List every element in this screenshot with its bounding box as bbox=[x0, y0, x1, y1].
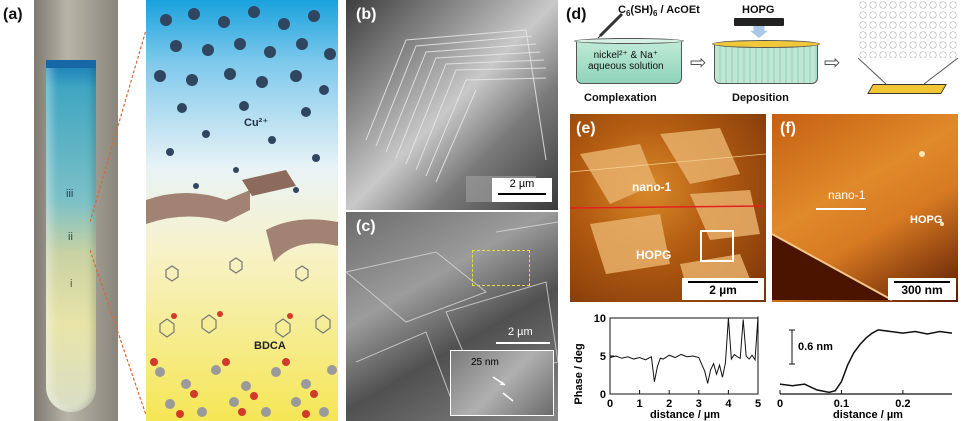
panel-a: iii ii i (a) bbox=[0, 0, 340, 421]
panel-f-substrate-label: HOPG bbox=[910, 214, 943, 226]
deposition-dish bbox=[714, 44, 818, 84]
cu-ion-cluster bbox=[154, 6, 336, 193]
phase-profile-chart: 0 5 10 0 1 2 3 4 5 Phase / deg distance / µm bbox=[573, 313, 761, 421]
tube-meniscus bbox=[46, 60, 96, 68]
panel-e-zoom-box bbox=[700, 230, 734, 262]
thickness-inset: 25 nm bbox=[450, 350, 554, 416]
bdca-lattice bbox=[155, 365, 337, 417]
panel-e-label: (e) bbox=[576, 120, 596, 137]
height-profile-line bbox=[779, 329, 953, 394]
height-xtick-label: 0.2 bbox=[895, 398, 910, 410]
panel-e-scale-text: 2 µm bbox=[709, 283, 737, 297]
panel-b-scalebar: 2 µm bbox=[492, 178, 552, 202]
panel-b-sem-image: (b) 2 µm bbox=[346, 0, 558, 210]
flake-drawing bbox=[570, 128, 766, 300]
panel-a-label: (a) bbox=[3, 6, 23, 23]
panel-c-label: (c) bbox=[356, 218, 376, 235]
nanosheet-upper bbox=[146, 170, 338, 262]
zone-iii-label: iii bbox=[66, 188, 74, 200]
inset-arrows bbox=[492, 376, 514, 402]
inset-thickness-label: 25 nm bbox=[471, 357, 499, 368]
zone-i-label: i bbox=[70, 278, 73, 290]
step-deposition-label: Deposition bbox=[732, 92, 789, 104]
panel-b-scale-line bbox=[498, 193, 546, 195]
panel-e-material-label: nano-1 bbox=[632, 180, 672, 194]
panel-f-afm-image: (f) nano-1 HOPG 300 nm bbox=[772, 114, 958, 302]
syringe-icon bbox=[597, 12, 624, 39]
region-of-interest-box bbox=[472, 250, 530, 286]
panel-c-sem-image: (c) 2 µm 25 nm bbox=[346, 212, 558, 421]
panel-f-scalebar: 300 nm bbox=[888, 278, 956, 300]
height-xtick-label: 0.1 bbox=[834, 398, 849, 410]
phase-ytick-label: 0 bbox=[600, 389, 606, 401]
panel-e-afm-image: (e) nano-1 HOPG 2 µm bbox=[570, 114, 766, 302]
phase-xtick-label: 0 bbox=[607, 398, 613, 410]
phase-ytick-label: 10 bbox=[594, 313, 606, 325]
bdca-molecules bbox=[159, 257, 331, 338]
hopg-substrate-label: HOPG bbox=[742, 4, 775, 16]
panel-f-scale-text: 300 nm bbox=[901, 283, 943, 297]
substrate-chip bbox=[867, 84, 947, 94]
panel-e-substrate-label: HOPG bbox=[636, 248, 672, 262]
panel-d-label: (d) bbox=[566, 6, 587, 23]
phase-axis-ylabel: Phase / deg bbox=[573, 343, 585, 404]
height-axis-xlabel: distance / µm bbox=[833, 409, 903, 421]
panel-f-profile-line bbox=[816, 208, 866, 210]
step-edge-drawing bbox=[772, 151, 944, 301]
down-arrow-icon bbox=[750, 26, 768, 38]
zone-ii-label: ii bbox=[68, 231, 73, 243]
zoom-connector-lines bbox=[90, 29, 147, 416]
arrow-icon-1: ⇨ bbox=[690, 52, 707, 74]
height-xtick-label: 0 bbox=[777, 398, 783, 410]
panel-f-material-label: nano-1 bbox=[828, 188, 866, 202]
phase-xtick-label: 3 bbox=[696, 398, 702, 410]
projection-lines bbox=[858, 58, 958, 85]
phase-xtick-label: 4 bbox=[725, 398, 732, 410]
panel-e-scale-line bbox=[688, 281, 758, 283]
complexation-dish-rim bbox=[574, 38, 684, 44]
test-tube bbox=[46, 60, 96, 412]
phase-xtick-label: 5 bbox=[755, 398, 761, 410]
reagent-label: C6(SH)6 / AcOEt bbox=[618, 4, 700, 19]
height-profile-chart: 0 0.1 0.2 0.6 nm distance / µm bbox=[777, 329, 953, 421]
panel-b-label: (b) bbox=[356, 6, 377, 23]
honeycomb-lattice bbox=[858, 0, 958, 58]
solution-label: nickel²⁺ & Na⁺ aqueous solution bbox=[588, 50, 664, 72]
panel-d: (d) C6(SH)6 / AcOEt nickel²⁺ & Na⁺ aqueo… bbox=[566, 0, 964, 112]
schematic-drawing bbox=[146, 6, 338, 418]
panel-c-scale-line bbox=[496, 342, 550, 344]
step-complexation-label: Complexation bbox=[584, 92, 657, 104]
panel-e-scalebar: 2 µm bbox=[682, 278, 764, 300]
panel-f-scale-line bbox=[894, 281, 950, 283]
phase-axis-xlabel: distance / µm bbox=[650, 409, 720, 421]
hopg-stamp bbox=[734, 18, 784, 26]
panel-b-scale-text: 2 µm bbox=[509, 178, 535, 190]
deposition-film bbox=[712, 40, 820, 48]
bdca-label: BDCA bbox=[254, 340, 286, 352]
cu-ion-label: Cu²⁺ bbox=[244, 117, 269, 129]
phase-ytick-label: 5 bbox=[600, 351, 606, 363]
phase-profile-line bbox=[609, 316, 759, 384]
arrow-icon-2: ⇨ bbox=[824, 52, 841, 74]
step-height-label: 0.6 nm bbox=[798, 341, 833, 353]
panel-f-label: (f) bbox=[780, 120, 796, 137]
interface-schematic: Cu²⁺ BDCA bbox=[146, 0, 338, 421]
panel-c-scale-text: 2 µm bbox=[508, 326, 533, 338]
complexation-dish bbox=[576, 40, 682, 84]
phase-xtick-label: 1 bbox=[637, 398, 643, 410]
phase-xtick-label: 2 bbox=[666, 398, 672, 410]
oxygen-atoms bbox=[150, 311, 318, 418]
